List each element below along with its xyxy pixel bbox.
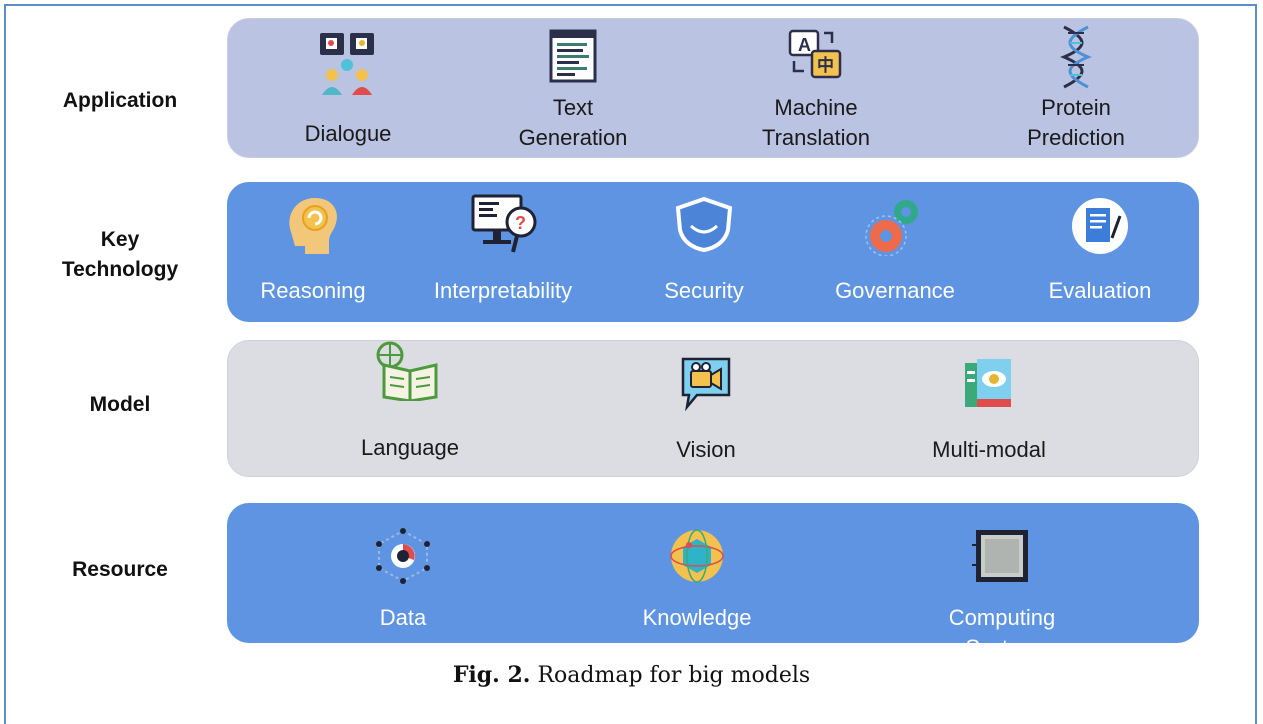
camera-chat-icon (681, 357, 731, 411)
figure-frame (4, 4, 1257, 724)
caption-prefix: Fig. 2. (452, 662, 531, 688)
svg-text:A: A (798, 35, 811, 55)
key-technology-band: Reasoning ? Interpretability Security (227, 182, 1199, 322)
item-label: Security (664, 278, 744, 303)
item-label: Text Generation (518, 95, 628, 150)
clipboard-pen-icon (1072, 198, 1128, 254)
svg-text:中: 中 (817, 55, 834, 76)
item-label: Data (379, 605, 427, 630)
item-label: Reasoning (260, 278, 366, 303)
text-document-icon (549, 29, 597, 83)
item-label: Evaluation (1048, 278, 1152, 303)
row-label-model: Model (89, 393, 151, 416)
item-label: Computing System (948, 605, 1056, 660)
resource-band: Data Knowledge Computing System (227, 503, 1199, 660)
translation-icon: A 中 (788, 29, 842, 79)
data-network-icon (376, 528, 430, 584)
multimodal-icon (965, 359, 1011, 407)
book-icon (376, 341, 438, 401)
item-label: Language (361, 435, 459, 460)
svg-text:?: ? (515, 213, 526, 233)
item-label: Dialogue (304, 121, 392, 146)
caption-text: Roadmap for big models (537, 663, 811, 688)
dialogue-icon (320, 33, 374, 95)
brain-gear-icon (289, 198, 337, 254)
row-label-key-technology: Key Technology (61, 228, 179, 281)
gears-icon (865, 200, 918, 256)
shield-icon (675, 196, 733, 252)
dna-icon (1060, 25, 1092, 89)
figure-caption: Fig. 2. Roadmap for big models (0, 662, 1263, 688)
item-label: Knowledge (642, 605, 752, 630)
application-band: Dialogue Text Generation A 中 Machine Tra… (227, 18, 1199, 158)
model-band: Language Vision Multi-modal (227, 340, 1199, 477)
item-label: Vision (676, 437, 736, 462)
cpu-chip-icon (972, 530, 1028, 582)
row-label-application: Application (62, 89, 178, 112)
knowledge-sphere-icon (670, 529, 724, 583)
item-label: Machine Translation (761, 95, 870, 150)
item-label: Governance (835, 278, 955, 303)
item-label: Protein Prediction (1027, 95, 1125, 150)
item-label: Interpretability (433, 278, 573, 303)
item-label: Multi-modal (932, 437, 1046, 462)
monitor-question-icon: ? (471, 194, 537, 253)
row-label-resource: Resource (72, 558, 168, 581)
